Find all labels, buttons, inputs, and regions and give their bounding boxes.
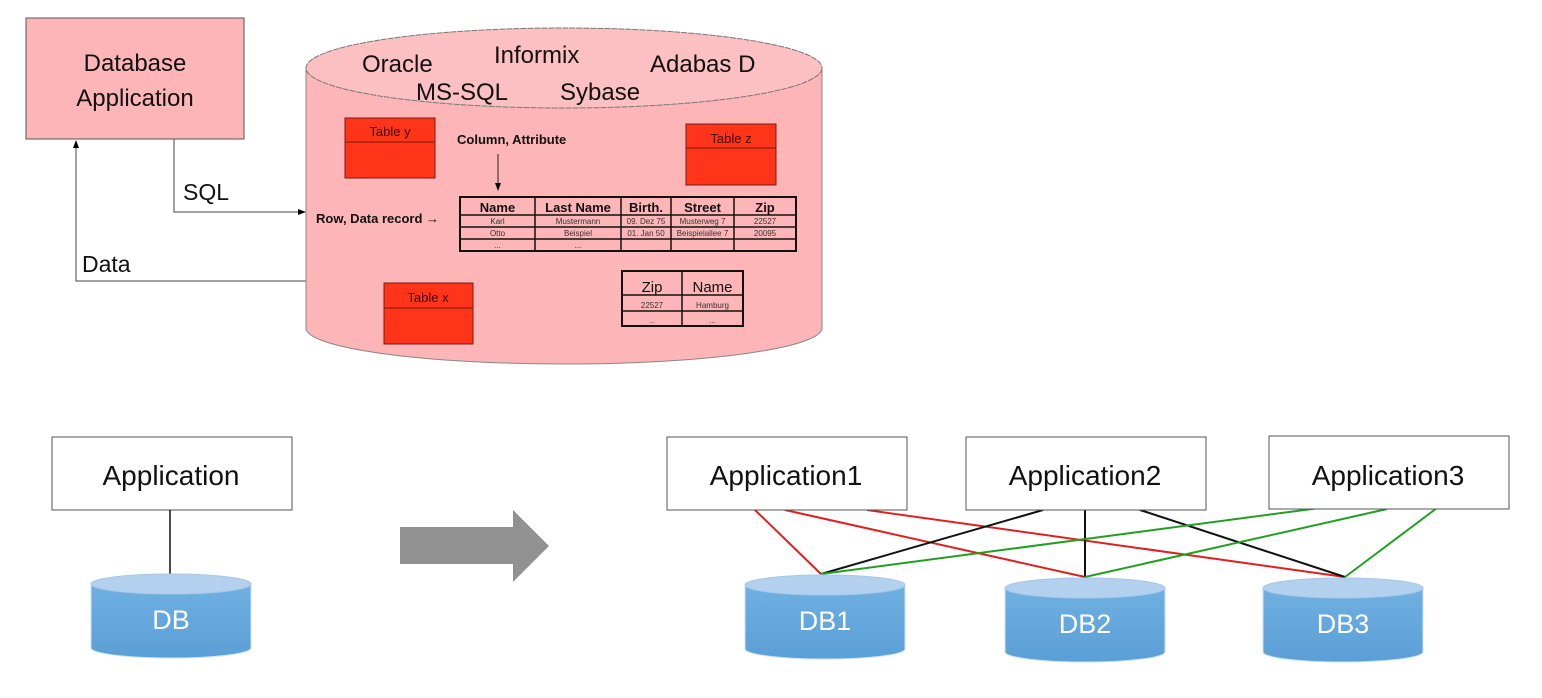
person-table-cell: Musterweg 7: [680, 217, 726, 226]
database-application-box: Database Application: [25, 17, 245, 140]
db2-cylinder-label: DB2: [1059, 609, 1112, 639]
table-z-label: Table z: [710, 131, 751, 146]
zip-table-header: Zip: [642, 279, 663, 296]
db1-cylinder: DB1: [744, 574, 906, 660]
app-box-line2: Application: [76, 85, 193, 112]
person-table-header: Birth.: [629, 200, 663, 215]
person-table-header: Last Name: [545, 200, 611, 215]
connection-application3-db2: [1084, 508, 1388, 578]
table-x-label: Table x: [407, 290, 449, 305]
transition-arrow-icon: [400, 510, 549, 582]
dbms-oracle: Oracle: [362, 51, 433, 78]
connection-application1-db1: [754, 509, 822, 575]
data-arrow: Data: [73, 140, 306, 282]
db-cylinders: DB1 DB2 DB3: [744, 574, 1424, 663]
application2-label: Application2: [1009, 460, 1162, 491]
dbms-adabas: Adabas D: [650, 51, 755, 78]
row-annotation: Row, Data record →: [316, 211, 439, 226]
person-table-cell: 01. Jan 50: [627, 229, 665, 238]
db3-cylinder: DB3: [1262, 577, 1424, 663]
application2-box: Application2: [965, 436, 1207, 511]
column-annotation: Column, Attribute: [457, 132, 566, 147]
zip-table: Zip Name 22527 Hamburg.....: [621, 270, 744, 327]
person-table-cell: 20095: [754, 229, 777, 238]
table-x: Table x: [383, 282, 474, 345]
person-table-cell: 09. Dez 75: [627, 217, 666, 226]
application1-box: Application1: [666, 436, 908, 511]
person-table-header: Name: [480, 200, 515, 215]
zip-table-cell: 22527: [641, 301, 664, 310]
person-table-cell: 22527: [754, 217, 777, 226]
zip-table-cell: ..: [650, 316, 654, 325]
sql-label: SQL: [183, 179, 229, 205]
dbms-sybase: Sybase: [560, 79, 640, 106]
person-table-header: Street: [684, 200, 722, 215]
person-table-cell: Karl: [490, 217, 504, 226]
zip-table-header: Name: [692, 279, 732, 296]
db2-cylinder: DB2: [1004, 577, 1166, 663]
single-application-box: Application: [51, 436, 293, 511]
application1-label: Application1: [710, 460, 863, 491]
application3-box: Application3: [1268, 435, 1510, 510]
person-table-cell: Beispiel: [564, 229, 592, 238]
person-table-cell: Otto: [490, 229, 506, 238]
app-box-line1: Database: [84, 50, 187, 77]
db3-cylinder-label: DB3: [1317, 609, 1370, 639]
table-y: Table y: [344, 117, 436, 179]
zip-table-cell: Hamburg: [696, 301, 729, 310]
db-cylinder: DB: [90, 573, 252, 659]
data-label: Data: [82, 251, 131, 277]
zip-table-cell: ...: [709, 316, 716, 325]
connection-application1-db2: [784, 509, 1086, 578]
person-table-cell: ...: [575, 241, 582, 250]
single-app-label: Application: [103, 460, 240, 491]
person-table-header: Zip: [755, 200, 775, 215]
dbms-informix: Informix: [494, 42, 579, 69]
sql-arrow: SQL: [173, 139, 306, 215]
person-table-cell: Mustermann: [556, 217, 600, 226]
db-cylinder: DB: [90, 573, 252, 659]
connection-application1-db3: [866, 509, 1346, 578]
person-table-cell: Beispielallee 7: [677, 229, 729, 238]
table-z: Table z: [685, 123, 777, 186]
connection-application3-db3: [1344, 507, 1438, 578]
connection-application2-db3: [1139, 509, 1346, 578]
dbms-mssql: MS-SQL: [416, 79, 508, 106]
connections: [754, 506, 1438, 578]
connection-application3-db1: [820, 506, 1328, 575]
application3-label: Application3: [1312, 460, 1465, 491]
db1-cylinder-label: DB1: [799, 606, 852, 636]
db-cylinder-label: DB: [152, 605, 190, 635]
person-table-cell: ...: [494, 241, 501, 250]
connection-application2-db1: [820, 509, 1044, 575]
table-y-label: Table y: [369, 124, 411, 139]
